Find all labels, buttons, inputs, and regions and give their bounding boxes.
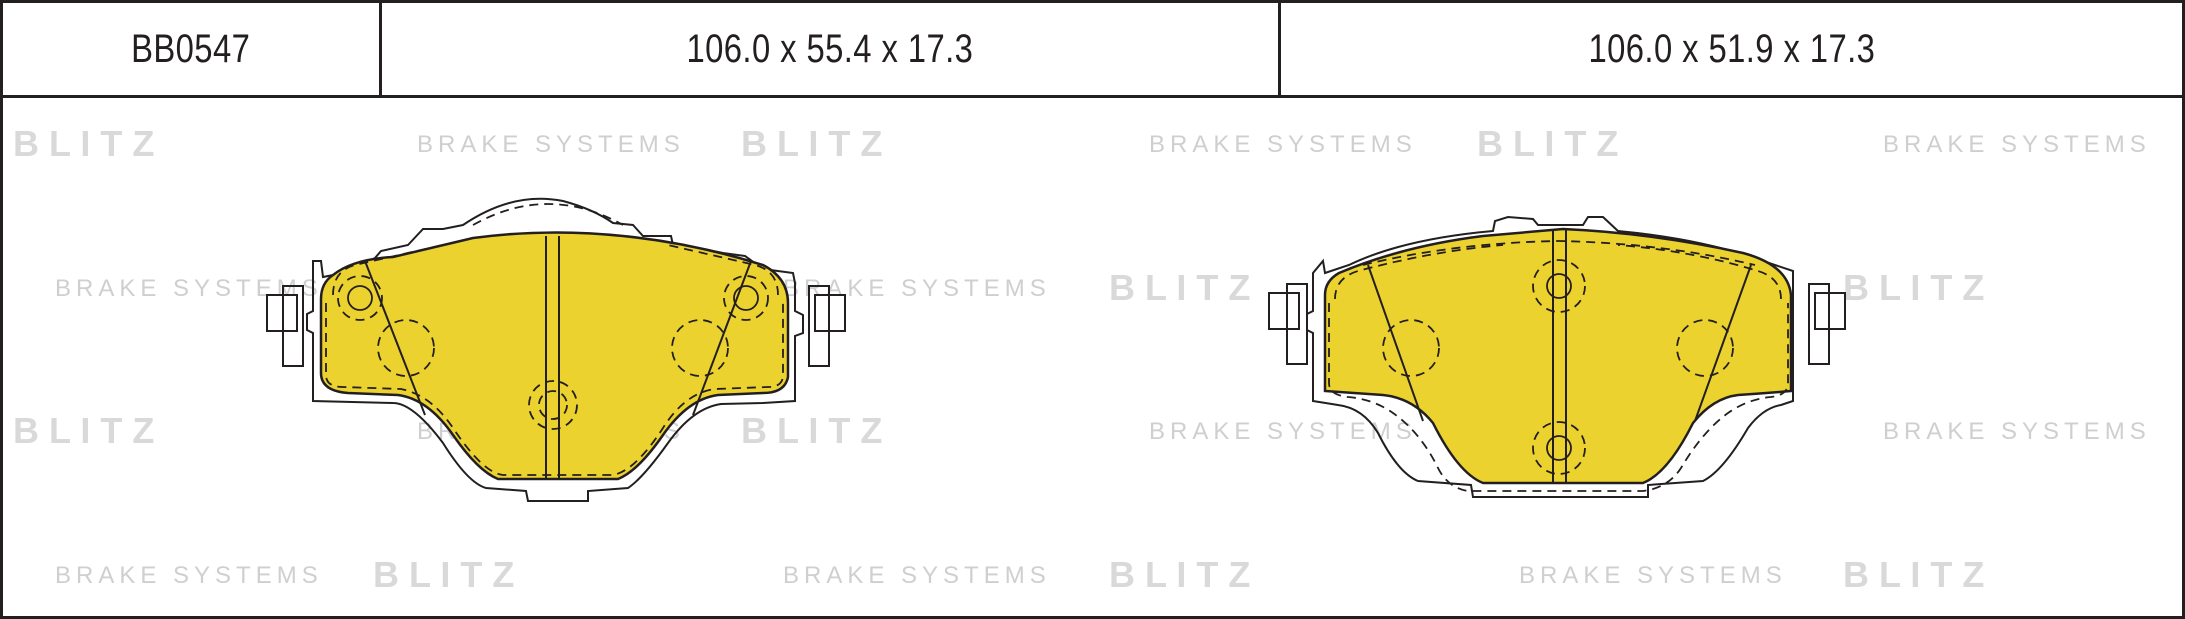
right-chamfer-line	[1367, 264, 1424, 422]
right-brake-pad	[1268, 215, 1846, 498]
left-chamfer-line	[364, 260, 426, 416]
watermark-brand: B L I T Z	[1843, 554, 1984, 595]
watermark-brand: B L I T Z	[1477, 123, 1618, 164]
left-backing-plate	[306, 197, 804, 502]
right-chamfer-line	[1694, 264, 1752, 422]
right-pad-dimensions: 106.0 x 51.9 x 17.3	[1588, 26, 1875, 71]
watermark-tagline: BRAKE SYSTEMS	[55, 562, 323, 589]
left-clip-right-tab	[814, 294, 846, 332]
left-friction-material	[319, 231, 790, 481]
right-clip-left	[1286, 283, 1308, 365]
right-clip-right	[1808, 283, 1830, 365]
right-clip-left-tab	[1268, 292, 1300, 330]
watermark-brand: B L I T Z	[741, 410, 882, 451]
right-mounting-hole	[1546, 435, 1572, 461]
watermark-tagline: BRAKE SYSTEMS	[417, 131, 685, 158]
left-clip-right	[808, 285, 830, 367]
watermark-brand: B L I T Z	[741, 123, 882, 164]
watermark-brand: B L I T Z	[1109, 267, 1250, 308]
watermark-tagline: BRAKE SYSTEMS	[1519, 562, 1787, 589]
watermark-tagline: BRAKE SYSTEMS	[1149, 131, 1417, 158]
part-code-cell: BB0547	[3, 3, 382, 95]
part-code: BB0547	[131, 26, 251, 71]
right-clip-right-tab	[1814, 292, 1846, 330]
left-pad-dimensions-cell: 106.0 x 55.4 x 17.3	[382, 3, 1281, 95]
left-mounting-hole	[733, 285, 759, 311]
watermark-tagline: BRAKE SYSTEMS	[1149, 418, 1417, 445]
left-hidden-lines	[325, 203, 784, 476]
right-backing-plate	[1306, 215, 1794, 498]
watermark-brand: B L I T Z	[1843, 267, 1984, 308]
left-pad-dimensions: 106.0 x 55.4 x 17.3	[686, 26, 974, 71]
watermark-tagline: BRAKE SYSTEMS	[55, 275, 323, 302]
watermark-tagline: BRAKE SYSTEMS	[1883, 418, 2151, 445]
right-pad-dimensions-cell: 106.0 x 51.9 x 17.3	[1281, 3, 2182, 95]
right-hidden-lines	[1328, 240, 1789, 492]
brake-pad-drawing: B L I T Z BRAKE SYSTEMS B L I T Z BRAKE …	[13, 123, 2151, 595]
watermark-brand: B L I T Z	[13, 410, 154, 451]
left-brake-pad	[266, 197, 846, 502]
right-mounting-hole	[1546, 273, 1572, 299]
left-clip-left-tab	[266, 294, 298, 332]
watermark-tagline: BRAKE SYSTEMS	[783, 275, 1051, 302]
watermark-tagline: BRAKE SYSTEMS	[1883, 131, 2151, 158]
watermark-brand: B L I T Z	[1109, 554, 1250, 595]
spec-header-row: BB0547 106.0 x 55.4 x 17.3 106.0 x 51.9 …	[3, 3, 2182, 98]
watermark-brand: B L I T Z	[13, 123, 154, 164]
watermark-brand: B L I T Z	[373, 554, 514, 595]
left-clip-left	[282, 285, 304, 367]
watermark-tagline: BRAKE SYSTEMS	[783, 562, 1051, 589]
left-mounting-hole	[347, 285, 373, 311]
